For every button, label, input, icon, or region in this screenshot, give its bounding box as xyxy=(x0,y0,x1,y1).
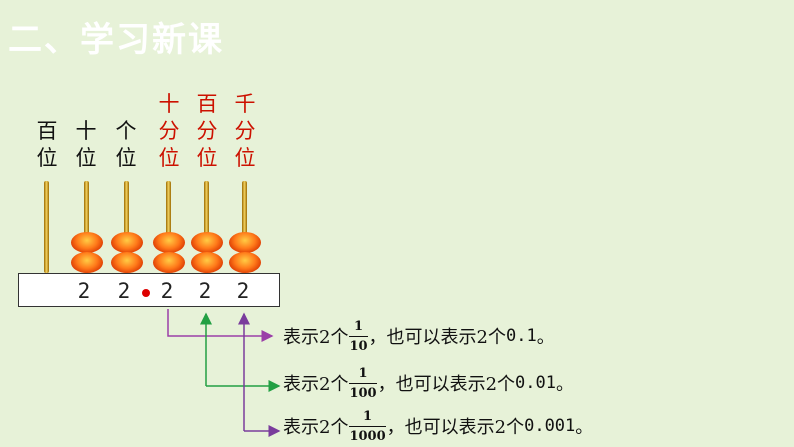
column-label-tenths: 十 分 位 xyxy=(155,91,183,172)
fraction-bar xyxy=(349,382,377,384)
abacus-bead xyxy=(229,252,261,273)
desc-suffix: ，也可以表示2个 xyxy=(368,327,506,348)
fraction-numerator: 1 xyxy=(353,318,364,334)
digit-hundredths: 2 xyxy=(198,279,212,303)
abacus-bead xyxy=(191,232,223,253)
fraction-bar xyxy=(349,335,368,337)
column-label-hundredths: 百 分 位 xyxy=(193,91,221,172)
desc-prefix: 表示2个 xyxy=(283,327,349,348)
abacus-rod-tenths xyxy=(166,181,171,273)
column-label-thousandths: 千 分 位 xyxy=(231,91,259,172)
decimal-point xyxy=(142,289,150,297)
digit-ones: 2 xyxy=(117,279,131,303)
abacus-bead xyxy=(111,252,143,273)
abacus-bead xyxy=(191,252,223,273)
fraction-denominator: 10 xyxy=(349,338,368,354)
digit-tenths: 2 xyxy=(160,279,174,303)
abacus-bead xyxy=(153,232,185,253)
fraction-denominator: 1000 xyxy=(349,428,386,444)
label-char: 位 xyxy=(36,146,58,170)
abacus-rod-tens xyxy=(84,181,89,273)
label-char: 百 xyxy=(36,119,58,143)
desc-suffix: ，也可以表示2个 xyxy=(386,417,525,438)
arrow-tenths xyxy=(167,309,274,342)
abacus-bead xyxy=(229,232,261,253)
label-char: 千 xyxy=(234,92,256,116)
desc-decimal: 0.01 xyxy=(515,373,556,393)
label-char: 分 xyxy=(234,119,256,143)
abacus-bead xyxy=(111,232,143,253)
abacus-bead xyxy=(71,252,103,273)
fraction: 1 100 xyxy=(349,365,377,401)
abacus-rod-hundredths xyxy=(204,181,209,273)
desc-decimal: 0.1 xyxy=(506,326,537,346)
label-char: 十 xyxy=(75,119,97,143)
label-char: 分 xyxy=(196,119,218,143)
abacus-bead xyxy=(153,252,185,273)
desc-decimal: 0.001 xyxy=(524,416,576,436)
column-label-tens: 十 位 xyxy=(72,118,100,172)
description-hundredths: 表示2个 1 100 ，也可以表示2个 0.01 。 xyxy=(283,363,574,403)
abacus-bead xyxy=(71,232,103,253)
desc-suffix: ，也可以表示2个 xyxy=(377,374,516,395)
desc-end: 。 xyxy=(556,374,574,395)
description-tenths: 表示2个 1 10 ，也可以表示2个 0.1 。 xyxy=(283,316,555,356)
section-title: 二、学习新课 xyxy=(8,20,224,60)
fraction-numerator: 1 xyxy=(358,365,368,381)
description-thousandths: 表示2个 1 1000 ，也可以表示2个 0.001 。 xyxy=(283,406,593,446)
abacus-rod-ones xyxy=(124,181,129,273)
digit-thousandths: 2 xyxy=(236,279,250,303)
label-char: 个 xyxy=(115,119,137,143)
desc-end: 。 xyxy=(575,417,594,438)
label-char: 十 xyxy=(158,92,180,116)
desc-end: 。 xyxy=(536,327,555,348)
column-label-ones: 个 位 xyxy=(112,118,140,172)
desc-prefix: 表示2个 xyxy=(283,374,349,395)
fraction-denominator: 100 xyxy=(349,385,377,401)
label-char: 位 xyxy=(75,146,97,170)
fraction-numerator: 1 xyxy=(363,408,373,424)
digit-tens: 2 xyxy=(77,279,91,303)
abacus-rod-hundreds xyxy=(44,181,49,273)
fraction: 1 1000 xyxy=(349,408,386,444)
label-char: 位 xyxy=(196,146,218,170)
abacus-rod-thousandths xyxy=(242,181,247,273)
label-char: 位 xyxy=(158,146,180,170)
label-char: 位 xyxy=(234,146,256,170)
label-char: 分 xyxy=(158,119,180,143)
fraction: 1 10 xyxy=(349,318,368,354)
desc-prefix: 表示2个 xyxy=(283,417,349,438)
fraction-bar xyxy=(349,425,386,427)
label-char: 位 xyxy=(115,146,137,170)
column-label-hundreds: 百 位 xyxy=(33,118,61,172)
label-char: 百 xyxy=(196,92,218,116)
